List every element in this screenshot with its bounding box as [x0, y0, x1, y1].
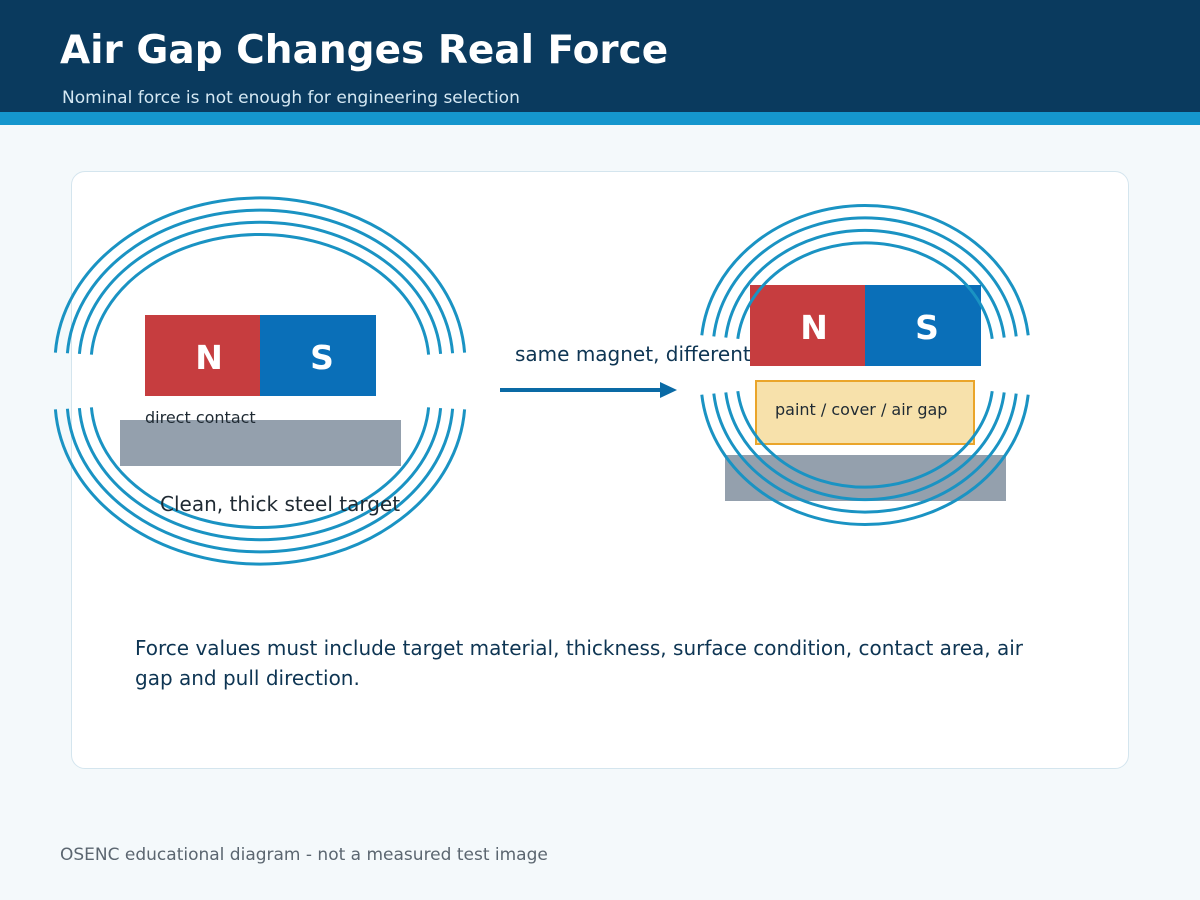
left-north-label: N: [195, 338, 223, 377]
right-field-line-7: [736, 241, 994, 340]
right-field-line-4: [712, 393, 1018, 514]
right-south-pole: [865, 285, 981, 366]
target-label: Clean, thick steel target: [160, 492, 400, 516]
footer-credit: OSENC educational diagram - not a measur…: [60, 845, 548, 865]
right-field-line-5: [700, 204, 1030, 336]
right-field-line-1: [724, 228, 1006, 338]
left-north-pole: [145, 315, 260, 396]
left-field-line-5: [53, 196, 467, 353]
explanatory-note: Force values must include target materia…: [135, 636, 1024, 690]
page-title: Air Gap Changes Real Force: [60, 28, 669, 73]
left-field-line-2: [77, 407, 443, 542]
header-accent-stripe: [0, 112, 1200, 125]
header-bar: Air Gap Changes Real Force Nominal force…: [0, 0, 1200, 112]
left-field-line-4: [65, 408, 455, 554]
left-setup: direct contact N S Clean, thick steel ta…: [53, 196, 467, 566]
left-steel-target: [120, 420, 401, 466]
contact-label: direct contact: [145, 408, 256, 427]
left-field-lines: [53, 196, 467, 566]
right-field-lines: [700, 204, 1030, 526]
left-field-line-8: [89, 407, 431, 529]
transition-arrow-head: [660, 382, 677, 398]
air-gap-layer: [755, 380, 975, 445]
right-steel-target: [725, 455, 1006, 501]
right-south-label: S: [915, 308, 939, 347]
left-south-pole: [260, 315, 376, 396]
air-gap-label: paint / cover / air gap: [775, 400, 947, 419]
left-south-label: S: [310, 338, 334, 377]
right-north-label: N: [800, 308, 828, 347]
right-field-line-3: [712, 216, 1018, 337]
page-subtitle: Nominal force is not enough for engineer…: [62, 88, 520, 108]
right-north-pole: [750, 285, 865, 366]
right-field-line-8: [736, 390, 994, 489]
left-field-line-7: [89, 233, 431, 355]
right-setup: paint / cover / air gap N S: [700, 204, 1030, 526]
right-field-line-6: [700, 394, 1030, 526]
right-field-line-2: [724, 392, 1006, 502]
left-field-line-1: [77, 220, 443, 355]
left-field-line-6: [53, 409, 467, 566]
left-field-line-3: [65, 208, 455, 354]
